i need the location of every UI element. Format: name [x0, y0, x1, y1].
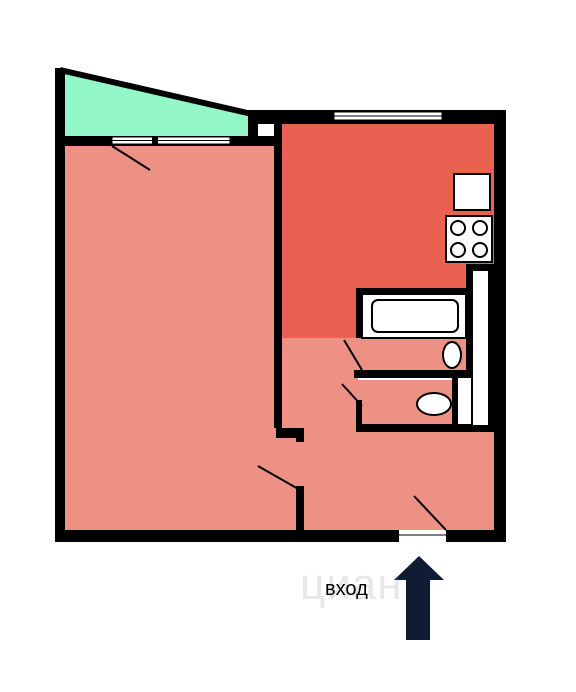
wall-balcony-right	[248, 110, 258, 146]
wall-bath-top	[356, 288, 470, 294]
balcony-wall-left	[55, 68, 65, 140]
balcony-door-swing	[111, 145, 151, 171]
wall-door-post	[296, 428, 304, 442]
entrance-label: вход	[325, 578, 368, 600]
wall-room-kitchen	[274, 124, 282, 428]
wall-right	[494, 112, 506, 542]
balcony	[60, 72, 250, 136]
wall-bottom-left	[55, 530, 399, 542]
living-room	[64, 146, 276, 530]
bathroom-door-swing	[343, 339, 363, 371]
hallway-entry	[276, 432, 494, 530]
wall-toilet-left	[356, 400, 362, 432]
wall-bottom-right	[446, 530, 506, 542]
toilet-icon	[416, 392, 452, 416]
stove-icon	[445, 215, 493, 263]
wall-room-bottom-stub	[296, 486, 304, 532]
wall-left	[55, 136, 65, 542]
shaft-wall	[488, 270, 494, 430]
wall-bath-right	[466, 266, 472, 378]
wall-kitchen-shelf-top	[466, 264, 506, 270]
wall-room-stub	[276, 428, 304, 438]
room-door-swing	[257, 465, 301, 491]
watermark: циан	[300, 560, 403, 609]
kitchen-lower	[282, 264, 358, 338]
washbasin-icon	[442, 341, 462, 369]
toilet-door-swing	[341, 383, 363, 407]
arrow-up-icon	[394, 556, 444, 640]
wall-toilet-right	[452, 376, 458, 430]
wall-toilet-bottom	[356, 424, 496, 432]
balcony-wall-slanted	[59, 67, 253, 117]
wall-bath-left	[356, 288, 362, 338]
wall-bath-bottom	[354, 370, 474, 378]
bathtub-icon	[361, 293, 467, 339]
sink-icon	[453, 173, 491, 211]
window-room-mullion	[152, 136, 158, 145]
entrance-door-swing	[413, 495, 447, 531]
